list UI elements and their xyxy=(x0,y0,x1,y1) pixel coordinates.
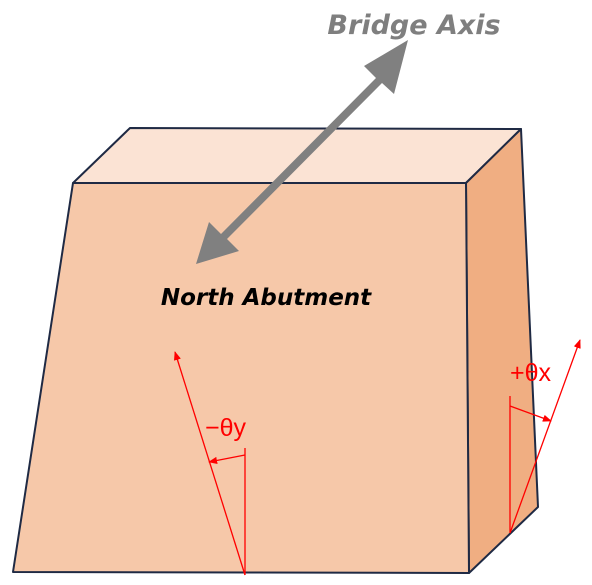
rotation-x-angle-arrow xyxy=(509,405,552,422)
rotation-x-label: +θx xyxy=(510,359,552,387)
abutment-front-face xyxy=(12,182,470,574)
rotation-x-indicator: +θx xyxy=(509,339,581,534)
abutment-top-face xyxy=(72,127,522,184)
rotation-x-rotated-axis xyxy=(509,339,581,534)
rotation-y-indicator: −θy xyxy=(173,351,247,576)
abutment-label: North Abutment xyxy=(161,285,372,311)
abutment-side-face xyxy=(465,128,539,574)
bridge-axis-label: Bridge Axis xyxy=(327,10,500,41)
rotation-y-angle-arrow xyxy=(208,454,246,464)
bridge-axis-arrow xyxy=(196,40,408,264)
rotation-y-label: −θy xyxy=(205,414,247,442)
abutment-block xyxy=(12,127,539,574)
